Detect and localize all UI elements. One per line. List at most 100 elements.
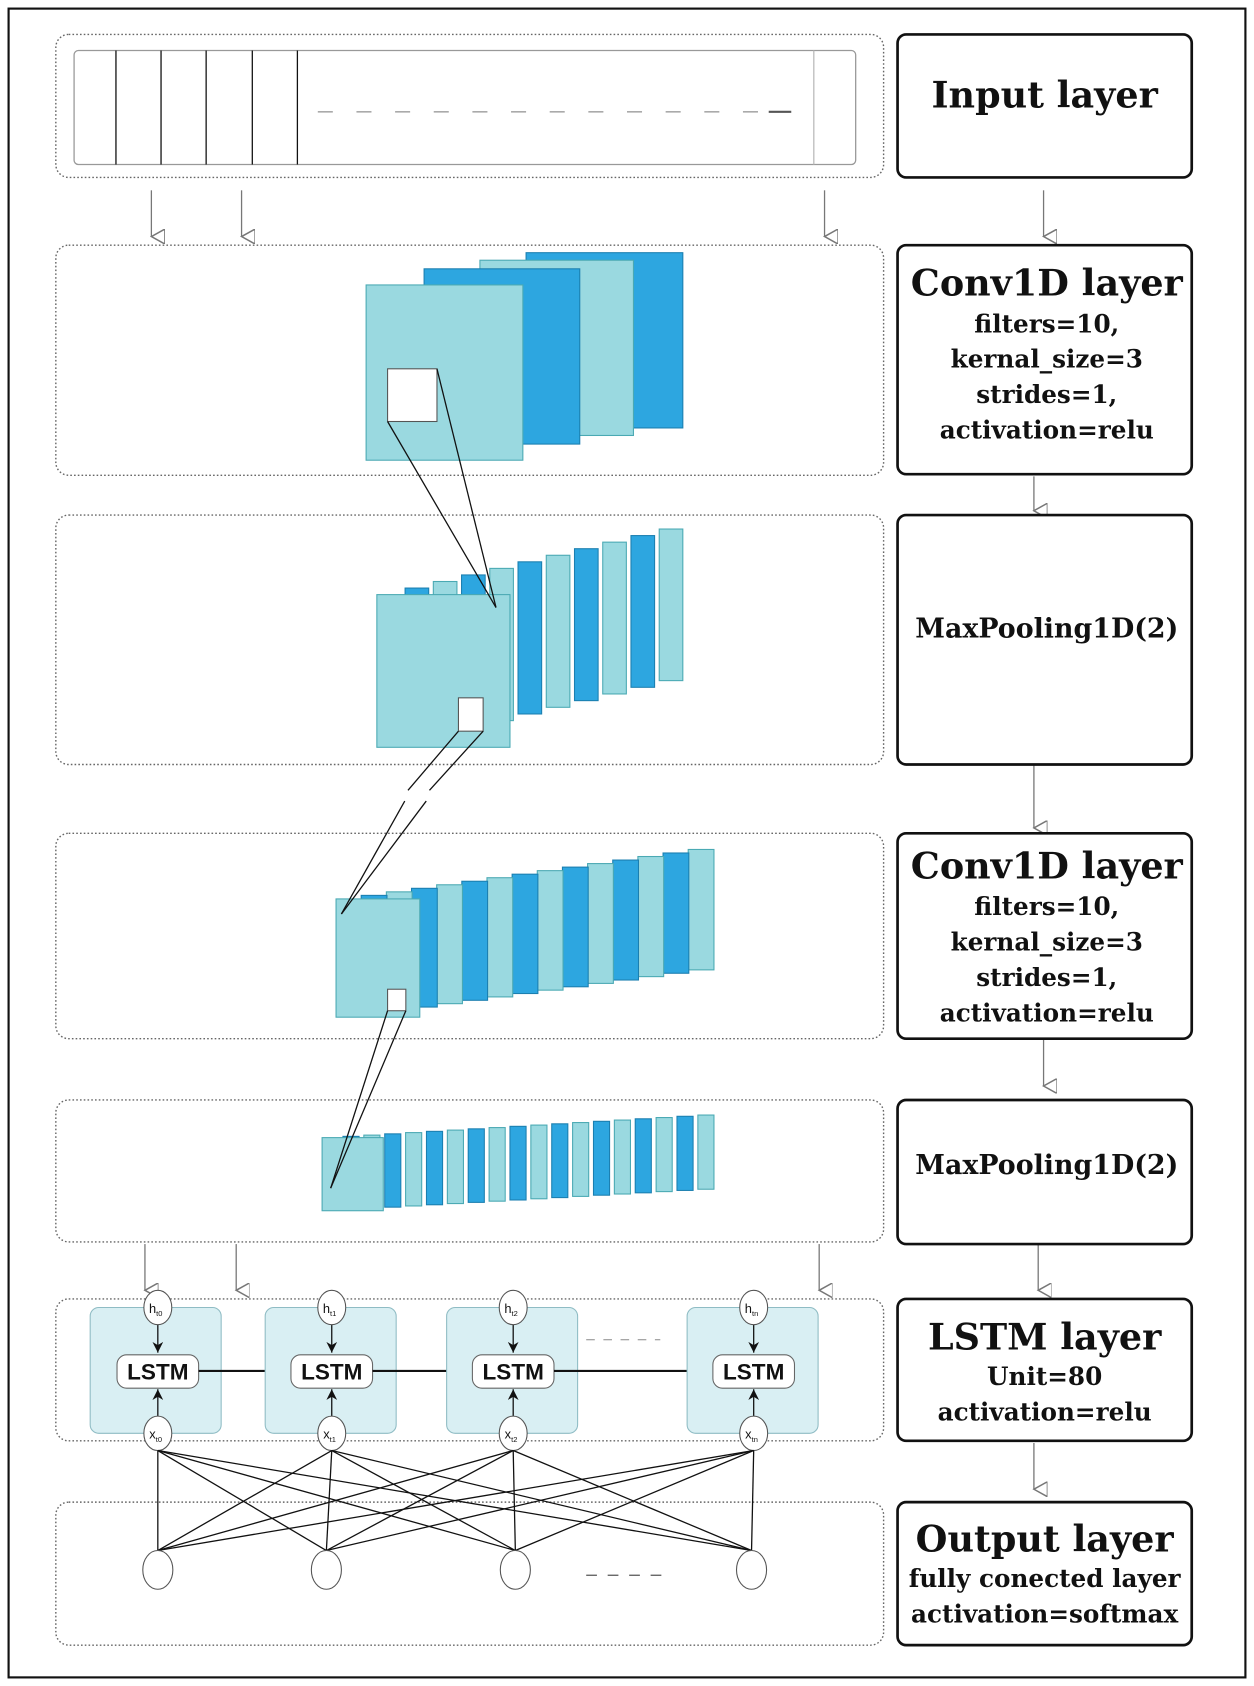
- dense-connection: [512, 1449, 752, 1552]
- dense-connection: [515, 1449, 754, 1552]
- layer-title: Conv1D layer: [911, 262, 1184, 305]
- layer-param: activation=relu: [940, 416, 1154, 445]
- feature-map: [511, 873, 539, 995]
- layer-param: activation=softmax: [911, 1600, 1178, 1629]
- feature-map: [321, 1137, 384, 1212]
- hidden-state-node: [498, 1289, 528, 1326]
- layer-param: activation=relu: [938, 1397, 1152, 1426]
- layer-param: kernal_size=3: [951, 928, 1143, 957]
- feature-map: [530, 1124, 548, 1200]
- feature-map: [486, 877, 514, 998]
- feature-map: [676, 1115, 694, 1191]
- feature-map: [436, 884, 463, 1005]
- feature-map: [551, 1123, 569, 1199]
- feature-map: [425, 1130, 444, 1206]
- feature-map: [587, 863, 614, 984]
- feature-map: [517, 561, 543, 715]
- output-dense-layer: [142, 1449, 768, 1590]
- feature-map: [467, 1128, 485, 1203]
- flow-arrows: [145, 190, 1044, 1489]
- hidden-state-node: [317, 1289, 347, 1326]
- layer-label-maxpool2: MaxPooling1D(2): [896, 1098, 1194, 1246]
- maxpool2-feature-maps: [321, 1114, 715, 1212]
- left-containers: [55, 33, 885, 1646]
- feature-map: [662, 852, 690, 974]
- feature-map: [602, 541, 627, 695]
- feature-map: [488, 1127, 506, 1202]
- layer-param: Unit=80: [987, 1362, 1102, 1391]
- output-neuron: [142, 1549, 174, 1590]
- feature-map: [592, 1120, 611, 1196]
- feature-map: [405, 1132, 423, 1207]
- layer-param: activation=relu: [940, 998, 1154, 1027]
- hidden-state-node: [739, 1289, 769, 1326]
- lstm-label: LSTM: [483, 1360, 544, 1385]
- feature-map: [376, 594, 511, 748]
- dense-connection: [157, 1449, 754, 1552]
- lstm-label: LSTM: [127, 1360, 188, 1385]
- hidden-state-node: [143, 1289, 173, 1326]
- pooling-window: [457, 697, 484, 732]
- output-neuron: [735, 1549, 768, 1590]
- layer-label-maxpool1: MaxPooling1D(2): [896, 513, 1194, 766]
- feature-map: [572, 1122, 590, 1197]
- feature-map: [384, 1133, 402, 1208]
- output-neuron: [499, 1549, 531, 1590]
- feature-map: [637, 855, 665, 978]
- feature-map: [509, 1125, 527, 1201]
- dense-connection: [325, 1450, 333, 1551]
- feature-map: [612, 859, 640, 981]
- feature-map: [655, 1117, 673, 1193]
- outer-border: [7, 7, 1247, 1679]
- layer-label-conv2: Conv1D layer filters=10, kernal_size=3 s…: [896, 831, 1194, 1041]
- input-node: [498, 1415, 528, 1452]
- layer-label-input: Input layer: [896, 33, 1194, 179]
- layer-label-conv1: Conv1D layer filters=10, kernal_size=3 s…: [896, 243, 1194, 476]
- feature-map: [630, 535, 656, 688]
- layer-param: filters=10,: [974, 892, 1119, 921]
- feature-map: [446, 1129, 464, 1205]
- input-sequence: [73, 49, 857, 166]
- layer-title: MaxPooling1D(2): [915, 1150, 1178, 1181]
- dense-connection: [326, 1449, 754, 1552]
- layer-label-output: Output layer fully conected layer activa…: [896, 1500, 1194, 1647]
- layer-param: fully conected layer: [909, 1564, 1182, 1593]
- dense-connection: [157, 1449, 333, 1552]
- feature-map: [461, 880, 489, 1001]
- layer-title: LSTM layer: [928, 1315, 1162, 1358]
- dense-connection: [157, 1449, 327, 1552]
- input-node: [317, 1415, 347, 1452]
- feature-map: [545, 554, 571, 708]
- layer-param: strides=1,: [976, 380, 1117, 409]
- input-node: [143, 1415, 173, 1452]
- feature-map: [536, 870, 564, 991]
- output-neuron: [310, 1549, 342, 1590]
- lstm-label: LSTM: [723, 1360, 784, 1385]
- conv2-feature-maps: [335, 848, 715, 1018]
- feature-map: [613, 1119, 631, 1195]
- feature-map: [335, 898, 421, 1018]
- layer-title: Input layer: [931, 73, 1158, 116]
- layer-label-lstm: LSTM layer Unit=80 activation=relu: [896, 1297, 1194, 1443]
- receptive-field-lines: [330, 368, 497, 1189]
- layer-title: Conv1D layer: [911, 844, 1184, 887]
- lstm-label: LSTM: [301, 1360, 362, 1385]
- dense-connection: [512, 1450, 516, 1551]
- feature-map: [634, 1118, 652, 1194]
- feature-map: [658, 528, 684, 682]
- feature-map: [697, 1114, 715, 1190]
- layer-title: MaxPooling1D(2): [915, 614, 1178, 645]
- input-node: [739, 1415, 769, 1452]
- conv1-feature-maps: [365, 252, 684, 461]
- maxpool1-feature-maps: [376, 528, 684, 748]
- feature-map: [561, 866, 589, 988]
- feature-map: [573, 548, 599, 702]
- dense-connection: [331, 1449, 516, 1552]
- layer-param: strides=1,: [976, 963, 1117, 992]
